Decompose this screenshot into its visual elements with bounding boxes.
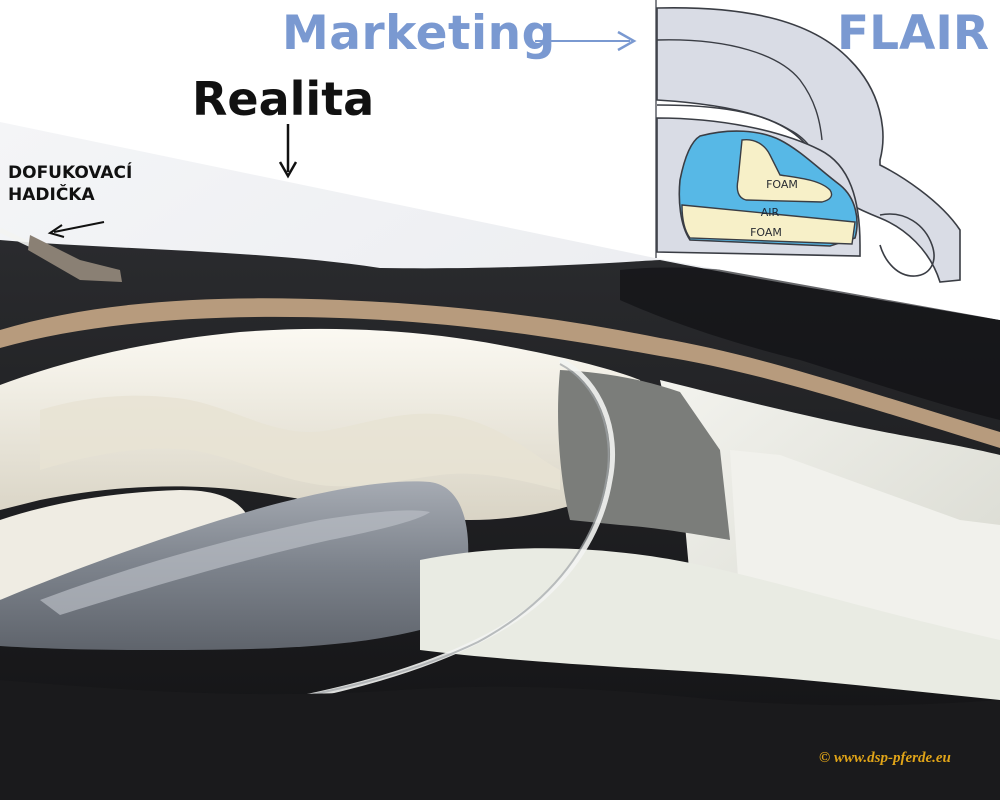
diagram-foam-bottom-label: FOAM	[750, 226, 782, 239]
bladder-highlight	[40, 510, 430, 615]
wool-lower-left	[0, 490, 250, 600]
foam-lower-layer	[420, 548, 1000, 700]
diagram-tree-inner-line	[656, 39, 823, 141]
felt-shadow	[620, 267, 1000, 420]
diagram-air-label: AIR	[761, 206, 780, 219]
bottom-felt	[0, 680, 1000, 800]
leather-edge	[0, 298, 1000, 448]
diagram-foam-top-label: FOAM	[766, 178, 798, 191]
tube-arrow	[47, 221, 105, 238]
diagram-foam-top	[736, 138, 833, 203]
realita-arrow	[278, 124, 298, 179]
tube-nozzle	[28, 235, 122, 282]
reality-label: Realita	[192, 72, 375, 126]
marketing-arrow	[535, 30, 637, 52]
flair-diagram	[656, 6, 961, 283]
wool-shadow-folds	[40, 395, 560, 490]
inflation-tube-label-line1: DOFUKOVACÍ	[8, 163, 133, 183]
marketing-label: Marketing	[282, 6, 556, 61]
copyright-watermark: © www.dsp-pferde.eu	[819, 750, 951, 766]
diagram-gullet-loop	[879, 213, 935, 277]
inflation-tube-label-line2: HADIČKA	[8, 185, 95, 206]
inflation-tube-label: DOFUKOVACÍ HADIČKA	[8, 162, 132, 206]
flair-label: FLAIR	[837, 6, 990, 61]
diagram-foam-bottom	[681, 204, 856, 245]
